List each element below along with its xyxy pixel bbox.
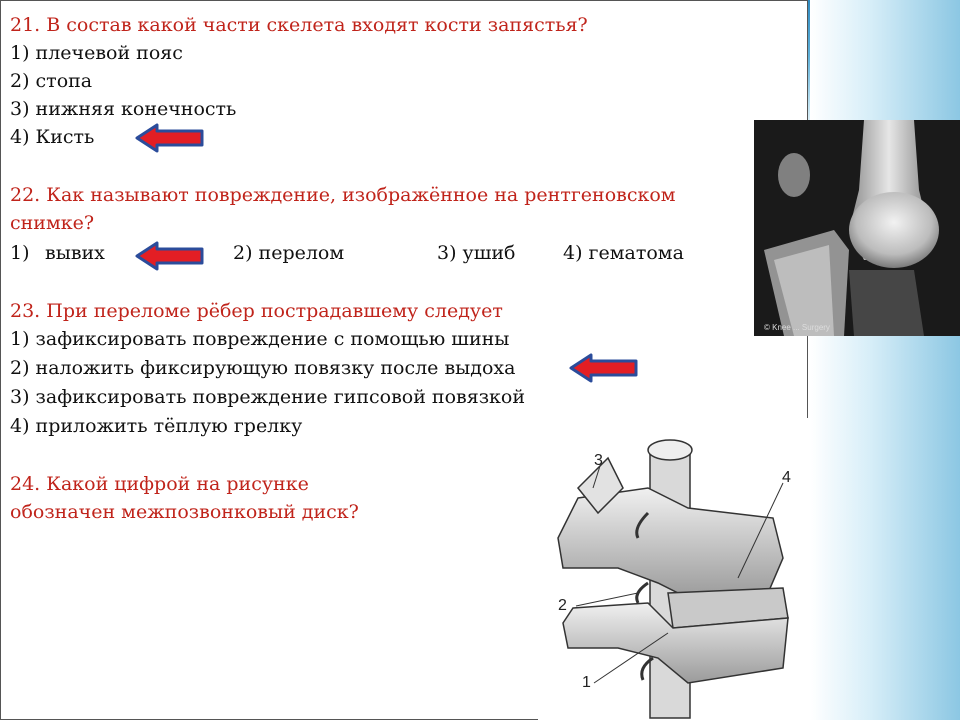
q21-question: 21. В состав какой части скелета входят …: [10, 14, 588, 36]
q23-option-1: 1) зафиксировать повреждение с помощью ш…: [10, 328, 510, 350]
spine-illustration: 3 4 2 1: [538, 418, 808, 720]
q24-question-line2: обозначен межпозвонковый диск?: [10, 501, 359, 523]
q21-option-3: 3) нижняя конечность: [10, 98, 237, 120]
q21-option-1: 1) плечевой пояс: [10, 42, 183, 64]
xray-knee-image: © Knee ... Surgery: [754, 120, 960, 336]
q21-option-4: 4) Кисть: [10, 126, 95, 148]
q22-question-line1: 22. Как называют повреждение, изображённ…: [10, 184, 676, 206]
q23-question: 23. При переломе рёбер пострадавшему сле…: [10, 300, 503, 322]
q22-option-1: вывих: [45, 242, 105, 264]
q22-option-2: 2) перелом: [233, 242, 345, 264]
spine-label-3: 3: [594, 452, 603, 469]
left-arrow-icon: [569, 353, 638, 383]
q21-option-2: 2) стопа: [10, 70, 93, 92]
q23-option-3: 3) зафиксировать повреждение гипсовой по…: [10, 386, 526, 408]
side-gradient: [810, 0, 960, 720]
spine-label-4: 4: [782, 469, 791, 486]
left-arrow-icon: [135, 241, 204, 271]
slide: 21. В состав какой части скелета входят …: [0, 0, 808, 720]
q23-option-4: 4) приложить тёплую грелку: [10, 415, 303, 437]
spine-label-2: 2: [558, 597, 567, 614]
q23-option-2: 2) наложить фиксирующую повязку после вы…: [10, 357, 516, 379]
spine-label-1: 1: [582, 674, 591, 691]
xray-watermark: © Knee ... Surgery: [764, 323, 830, 332]
left-arrow-icon: [135, 123, 204, 153]
q22-question-line2: снимке?: [10, 212, 95, 234]
q22-option-1-number: 1): [10, 242, 30, 264]
q22-option-3: 3) ушиб: [437, 242, 516, 264]
q22-option-4: 4) гематома: [563, 242, 684, 264]
q24-question-line1: 24. Какой цифрой на рисунке: [10, 473, 309, 495]
vertebrae-drawing: [557, 439, 789, 719]
